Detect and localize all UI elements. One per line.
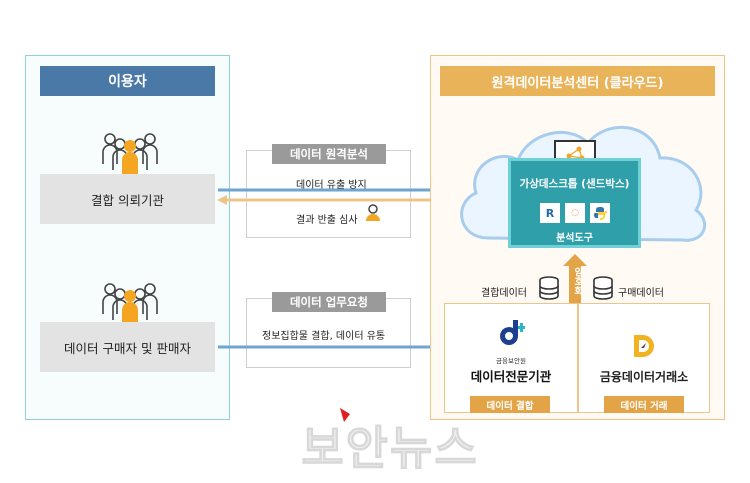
fsi-small-label: 금융보안원 (496, 357, 526, 365)
watermark-accent-icon (340, 408, 350, 422)
buyer-seller-box: 데이터 구매자 및 판매자 (40, 322, 215, 372)
institutions-divider (577, 303, 579, 413)
leak-prevention-text: 데이터 유출 방지 (296, 180, 367, 191)
purchased-data-label: 구매데이터 (618, 288, 664, 299)
encryption-arrow (563, 254, 587, 306)
people-group-icon (102, 133, 158, 176)
data-combine-tag: 데이터 결합 (470, 396, 550, 413)
jupyter-tool-icon: ◌ (565, 203, 585, 223)
combined-data-label: 결합데이터 (481, 288, 527, 299)
center-header: 원격데이터분석센터 (클라우드) (440, 66, 715, 96)
data-trade-tag: 데이터 거래 (604, 396, 684, 413)
work-request-tag: 데이터 업무요청 (272, 292, 386, 312)
people-group-icon (102, 283, 158, 326)
data-distribution-text: 정보집합물 결합, 데이터 유통 (262, 331, 386, 342)
encryption-label: 암호화 (572, 267, 583, 296)
data-specialist-institution-name: 데이터전문기관 (470, 369, 552, 384)
watermark: 보안뉴스 (301, 421, 479, 476)
r-tool-icon: R (540, 203, 560, 223)
fsi-logo-icon (500, 320, 525, 345)
requester-box: 결합 의뢰기관 (40, 174, 215, 224)
exchange-logo-icon (634, 335, 654, 357)
sandbox-title: 가상데스크톱 (샌드박스) (519, 178, 630, 190)
reviewer-person-icon (366, 204, 380, 221)
result-review-text: 결과 반출 심사 (296, 215, 358, 226)
financial-data-exchange-name: 금융데이터거래소 (599, 370, 689, 384)
database-icon (593, 276, 613, 300)
database-icon (539, 276, 559, 300)
analysis-tools-label: 분석도구 (556, 233, 593, 244)
arrow-head (217, 195, 227, 205)
python-tool-icon (590, 203, 610, 223)
user-panel-header: 이용자 (40, 66, 215, 96)
remote-analysis-tag: 데이터 원격분석 (272, 144, 386, 164)
